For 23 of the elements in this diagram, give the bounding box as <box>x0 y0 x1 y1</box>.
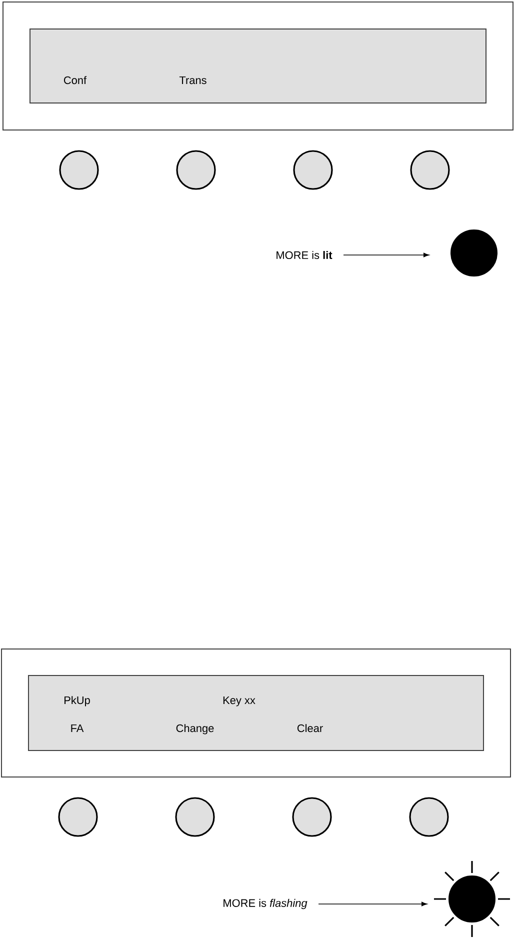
soft-key <box>410 150 450 190</box>
display-text: Conf <box>64 76 87 84</box>
soft-key <box>292 797 332 837</box>
soft-key <box>409 797 449 837</box>
display-text: PkUp <box>64 696 90 706</box>
arrow <box>318 902 428 906</box>
annotation-text: MORE is flashing <box>224 898 308 910</box>
display-text: Clear <box>297 724 323 732</box>
soft-key <box>176 150 216 190</box>
soft-key <box>58 797 98 837</box>
display-text: Key xx <box>223 696 256 706</box>
arrow <box>343 252 430 258</box>
display-screen <box>30 28 486 104</box>
annotation-text: MORE is lit <box>276 251 332 260</box>
soft-key <box>175 797 215 837</box>
display-text: FA <box>71 724 84 732</box>
soft-key <box>59 150 99 190</box>
flashing-indicator <box>448 876 496 922</box>
soft-key <box>293 150 333 190</box>
display-screen <box>28 675 484 751</box>
display-text: Trans <box>179 76 206 84</box>
lit-indicator <box>450 230 498 276</box>
display-text: Change <box>176 724 214 734</box>
